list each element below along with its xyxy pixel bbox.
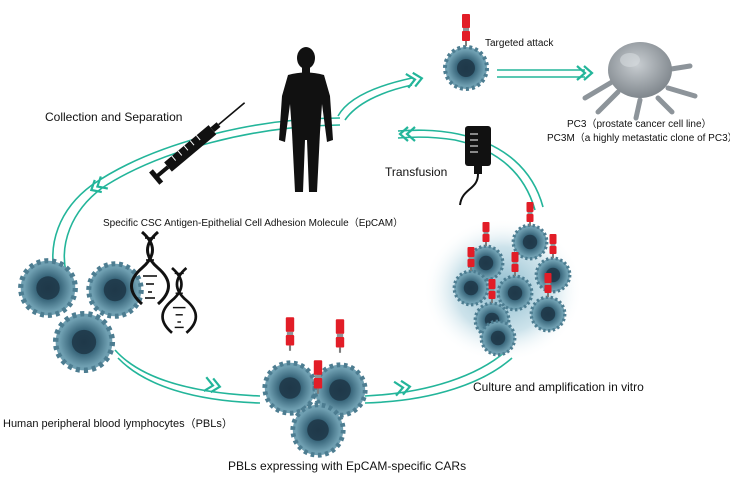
label-car-pbls: PBLs expressing with EpCAM-specific CARs <box>228 459 467 473</box>
label-pc3: PC3（prostate cancer cell line） <box>567 119 712 130</box>
iv-bag-icon <box>459 126 491 206</box>
label-targeted-attack: Targeted attack <box>485 38 554 49</box>
car-expressing-pbl-cluster <box>265 317 365 455</box>
label-collection-separation: Collection and Separation <box>45 110 183 124</box>
cycle-arrow-loop <box>52 69 585 404</box>
syringe-icon <box>149 102 246 185</box>
label-pc3m: PC3M（a highly metastatic clone of PC3） <box>547 133 730 144</box>
label-pbls: Human peripheral blood lymphocytes（PBLs） <box>3 418 233 430</box>
culture-expansion-cells <box>423 202 583 362</box>
tumor-cell <box>582 42 698 121</box>
label-transfusion: Transfusion <box>385 165 448 179</box>
label-culture-amplification: Culture and amplification in vitro <box>473 380 644 394</box>
label-epcam-antigen: Specific CSC Antigen-Epithelial Cell Adh… <box>103 218 404 229</box>
attacking-car-t-cell <box>443 14 489 91</box>
pbl-cell-cluster <box>21 261 142 371</box>
human-silhouette <box>279 47 333 192</box>
dna-icon <box>130 230 198 335</box>
